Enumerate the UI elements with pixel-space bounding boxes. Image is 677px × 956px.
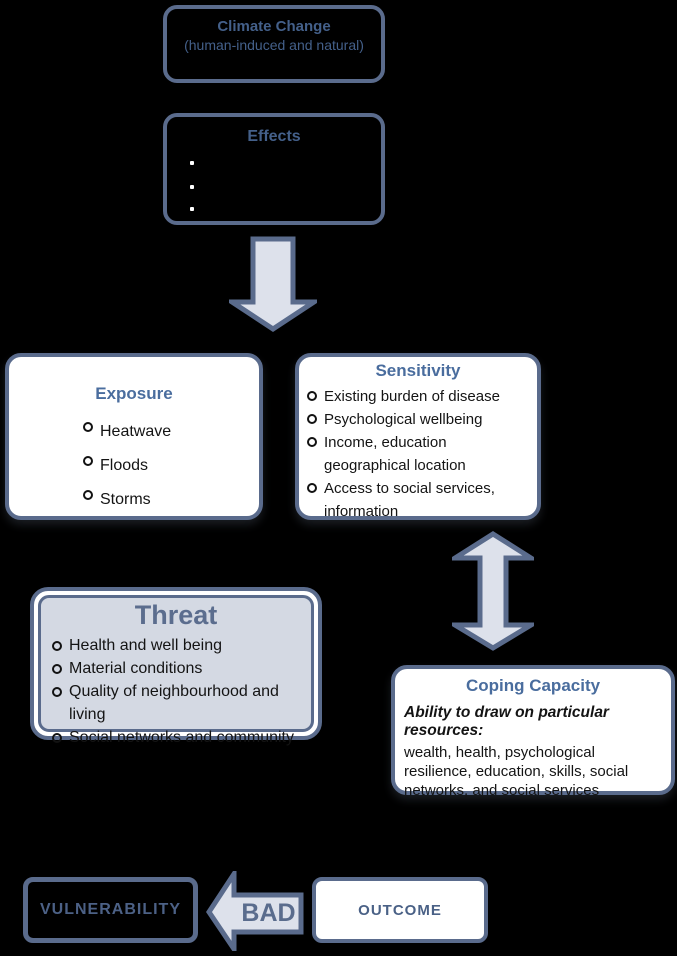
effects-title: Effects xyxy=(247,128,301,145)
list-item-label: Floods xyxy=(100,457,149,474)
list-item-label: Existing burden of disease xyxy=(324,388,500,405)
coping-capacity-box: Coping Capacity Ability to draw on parti… xyxy=(391,665,675,799)
outcome-box: OUTCOME xyxy=(312,877,488,943)
sensitivity-box: Sensitivity Existing burden of disease P… xyxy=(295,353,541,520)
list-item: Storms xyxy=(83,483,259,517)
down-arrow-icon xyxy=(229,236,317,332)
climate-change-subtitle: (human-induced and natural) xyxy=(184,37,364,53)
exposure-title: Exposure xyxy=(95,384,173,403)
threat-title: Threat xyxy=(134,600,218,630)
effects-bullet-icon xyxy=(190,161,194,165)
bullet-icon xyxy=(83,421,93,432)
bullet-icon xyxy=(307,436,317,447)
coping-capacity-title: Coping Capacity xyxy=(465,676,601,695)
list-item: Psychological wellbeing xyxy=(307,408,533,431)
vulnerability-label: VULNERABILITY xyxy=(40,901,181,918)
list-item: Heatwave xyxy=(83,415,259,449)
bullet-icon xyxy=(52,663,62,674)
bullet-icon xyxy=(83,489,93,500)
bullet-icon xyxy=(52,640,62,651)
list-item: Quality of neighbourhood and living xyxy=(52,680,307,726)
list-item-label: Material conditions xyxy=(69,660,203,677)
list-item-label: Heatwave xyxy=(100,423,172,440)
list-item: Existing burden of disease xyxy=(307,385,533,408)
double-arrow-icon xyxy=(452,531,534,651)
list-item-label: Income, education geographical location xyxy=(324,434,466,474)
bullet-icon xyxy=(52,686,62,697)
coping-capacity-lead: Ability to draw on particular resources: xyxy=(404,704,609,739)
list-item-label: Storms xyxy=(100,491,151,508)
climate-change-box: Climate Change (human-induced and natura… xyxy=(163,5,385,83)
list-item: Access to social services, information xyxy=(307,477,533,523)
bullet-icon xyxy=(307,482,317,493)
bullet-icon xyxy=(307,413,317,424)
list-item: Material conditions xyxy=(52,657,307,680)
list-item-label: Quality of neighbourhood and living xyxy=(69,683,279,723)
list-item-label: Psychological wellbeing xyxy=(324,411,483,428)
list-item-label: Social networks and community xyxy=(69,729,294,746)
effects-bullet-icon xyxy=(190,185,194,189)
bullet-icon xyxy=(52,732,62,743)
bullet-icon xyxy=(83,455,93,466)
coping-capacity-body: wealth, health, psychological resilience… xyxy=(404,744,629,799)
list-item-label: Access to social services, information xyxy=(324,480,495,520)
threat-box-inner: Threat Health and well being Material co… xyxy=(38,595,314,746)
threat-box: Threat Health and well being Material co… xyxy=(30,587,322,746)
exposure-box: Exposure Heatwave Floods Storms xyxy=(5,353,263,520)
effects-bullet-icon xyxy=(190,207,194,211)
bad-arrow-label: BAD xyxy=(241,898,296,927)
list-item: Income, education geographical location xyxy=(307,431,533,477)
list-item: Floods xyxy=(83,449,259,483)
sensitivity-title: Sensitivity xyxy=(375,361,461,380)
list-item-label: Health and well being xyxy=(69,637,222,654)
vulnerability-box: VULNERABILITY xyxy=(23,877,198,943)
list-item: Social networks and community xyxy=(52,726,307,749)
list-item: Health and well being xyxy=(52,634,307,657)
bullet-icon xyxy=(307,390,317,401)
outcome-label: OUTCOME xyxy=(358,901,442,919)
climate-change-title: Climate Change xyxy=(217,18,331,35)
effects-box: Effects xyxy=(163,113,385,225)
bad-arrow-icon xyxy=(206,871,304,951)
